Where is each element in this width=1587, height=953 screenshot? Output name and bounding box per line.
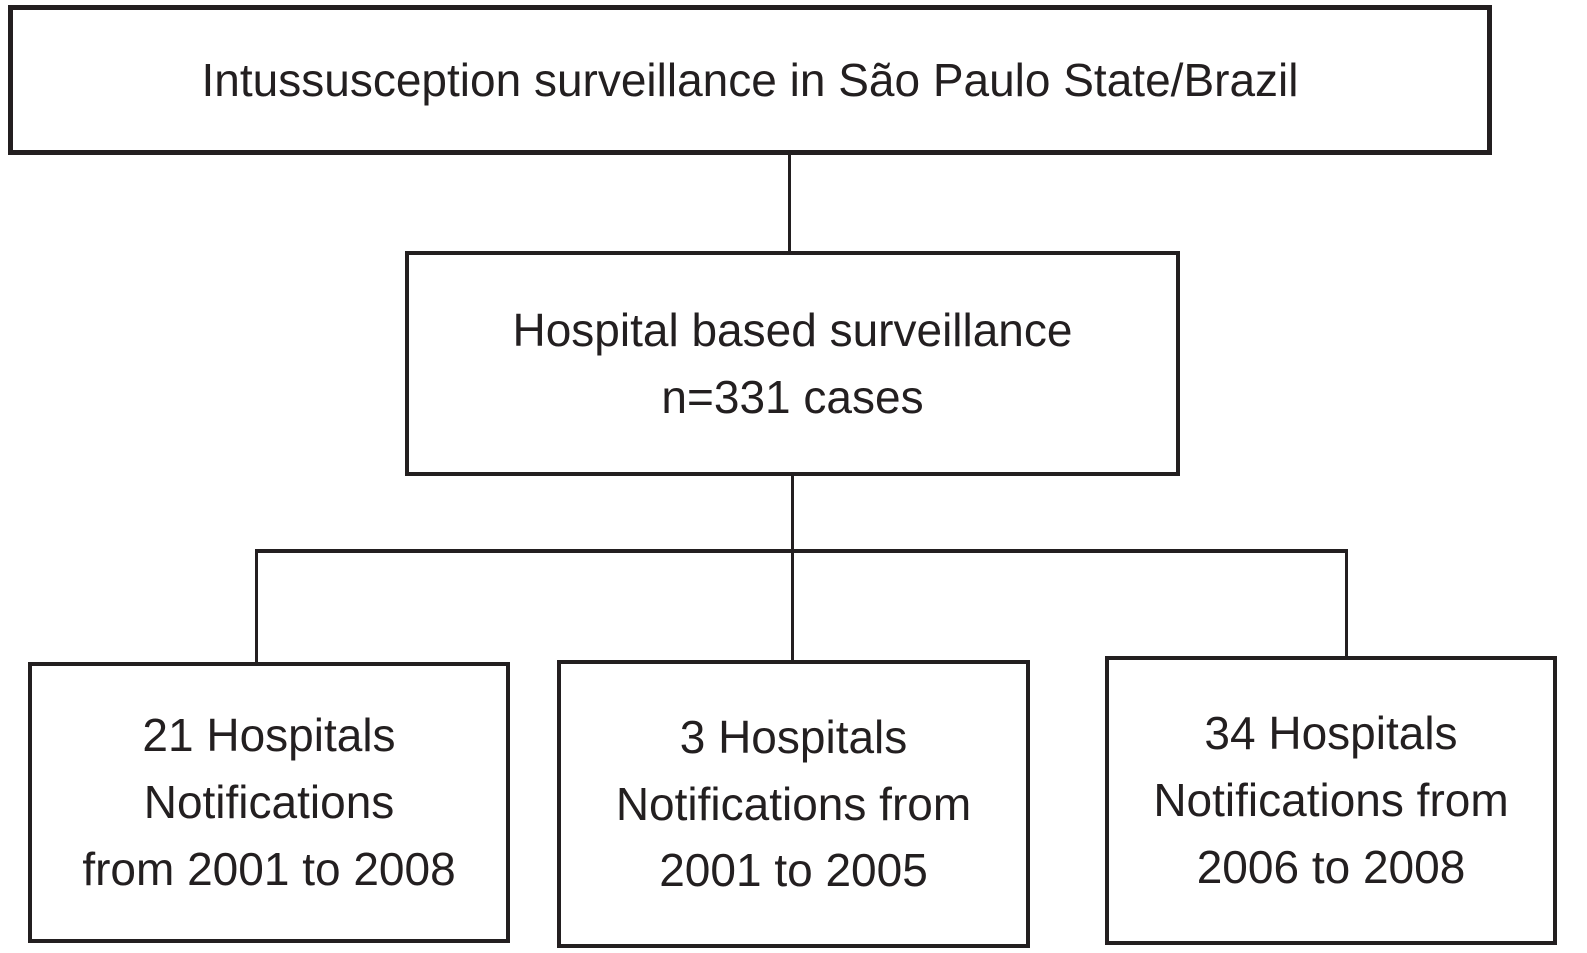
- node-hospitals-2001-2008: 21 Hospitals Notifications from 2001 to …: [28, 662, 510, 943]
- node-right-line-1: 34 Hospitals: [1204, 707, 1458, 760]
- node-root-title: Intussusception surveillance in São Paul…: [201, 53, 1299, 106]
- connector-root-to-hospital: [788, 155, 791, 253]
- node-left-line-1: 21 Hospitals: [142, 709, 396, 762]
- node-right-line-2: Notifications from: [1153, 774, 1509, 827]
- connector-branch-to-right: [1345, 549, 1348, 658]
- connector-branch-horizontal: [255, 549, 1348, 553]
- node-hospital-line-2: n=331 cases: [661, 370, 924, 423]
- connector-branch-to-middle: [791, 549, 794, 662]
- connector-branch-to-left: [255, 549, 258, 664]
- node-left-line-3: from 2001 to 2008: [82, 842, 456, 895]
- node-left-line-2: Notifications: [143, 776, 395, 829]
- connector-hospital-to-branch: [791, 474, 794, 553]
- node-hospitals-2006-2008: 34 Hospitals Notifications from 2006 to …: [1105, 656, 1557, 945]
- node-surveillance-root: Intussusception surveillance in São Paul…: [8, 5, 1492, 155]
- node-hospital-based-surveillance: Hospital based surveillance n=331 cases: [405, 251, 1180, 476]
- node-middle-line-1: 3 Hospitals: [679, 710, 908, 763]
- node-middle-line-2: Notifications from: [615, 777, 972, 830]
- node-middle-line-3: 2001 to 2005: [659, 844, 928, 897]
- node-hospitals-2001-2005: 3 Hospitals Notifications from 2001 to 2…: [557, 660, 1030, 948]
- node-right-line-3: 2006 to 2008: [1196, 840, 1466, 893]
- node-hospital-line-1: Hospital based surveillance: [512, 303, 1073, 356]
